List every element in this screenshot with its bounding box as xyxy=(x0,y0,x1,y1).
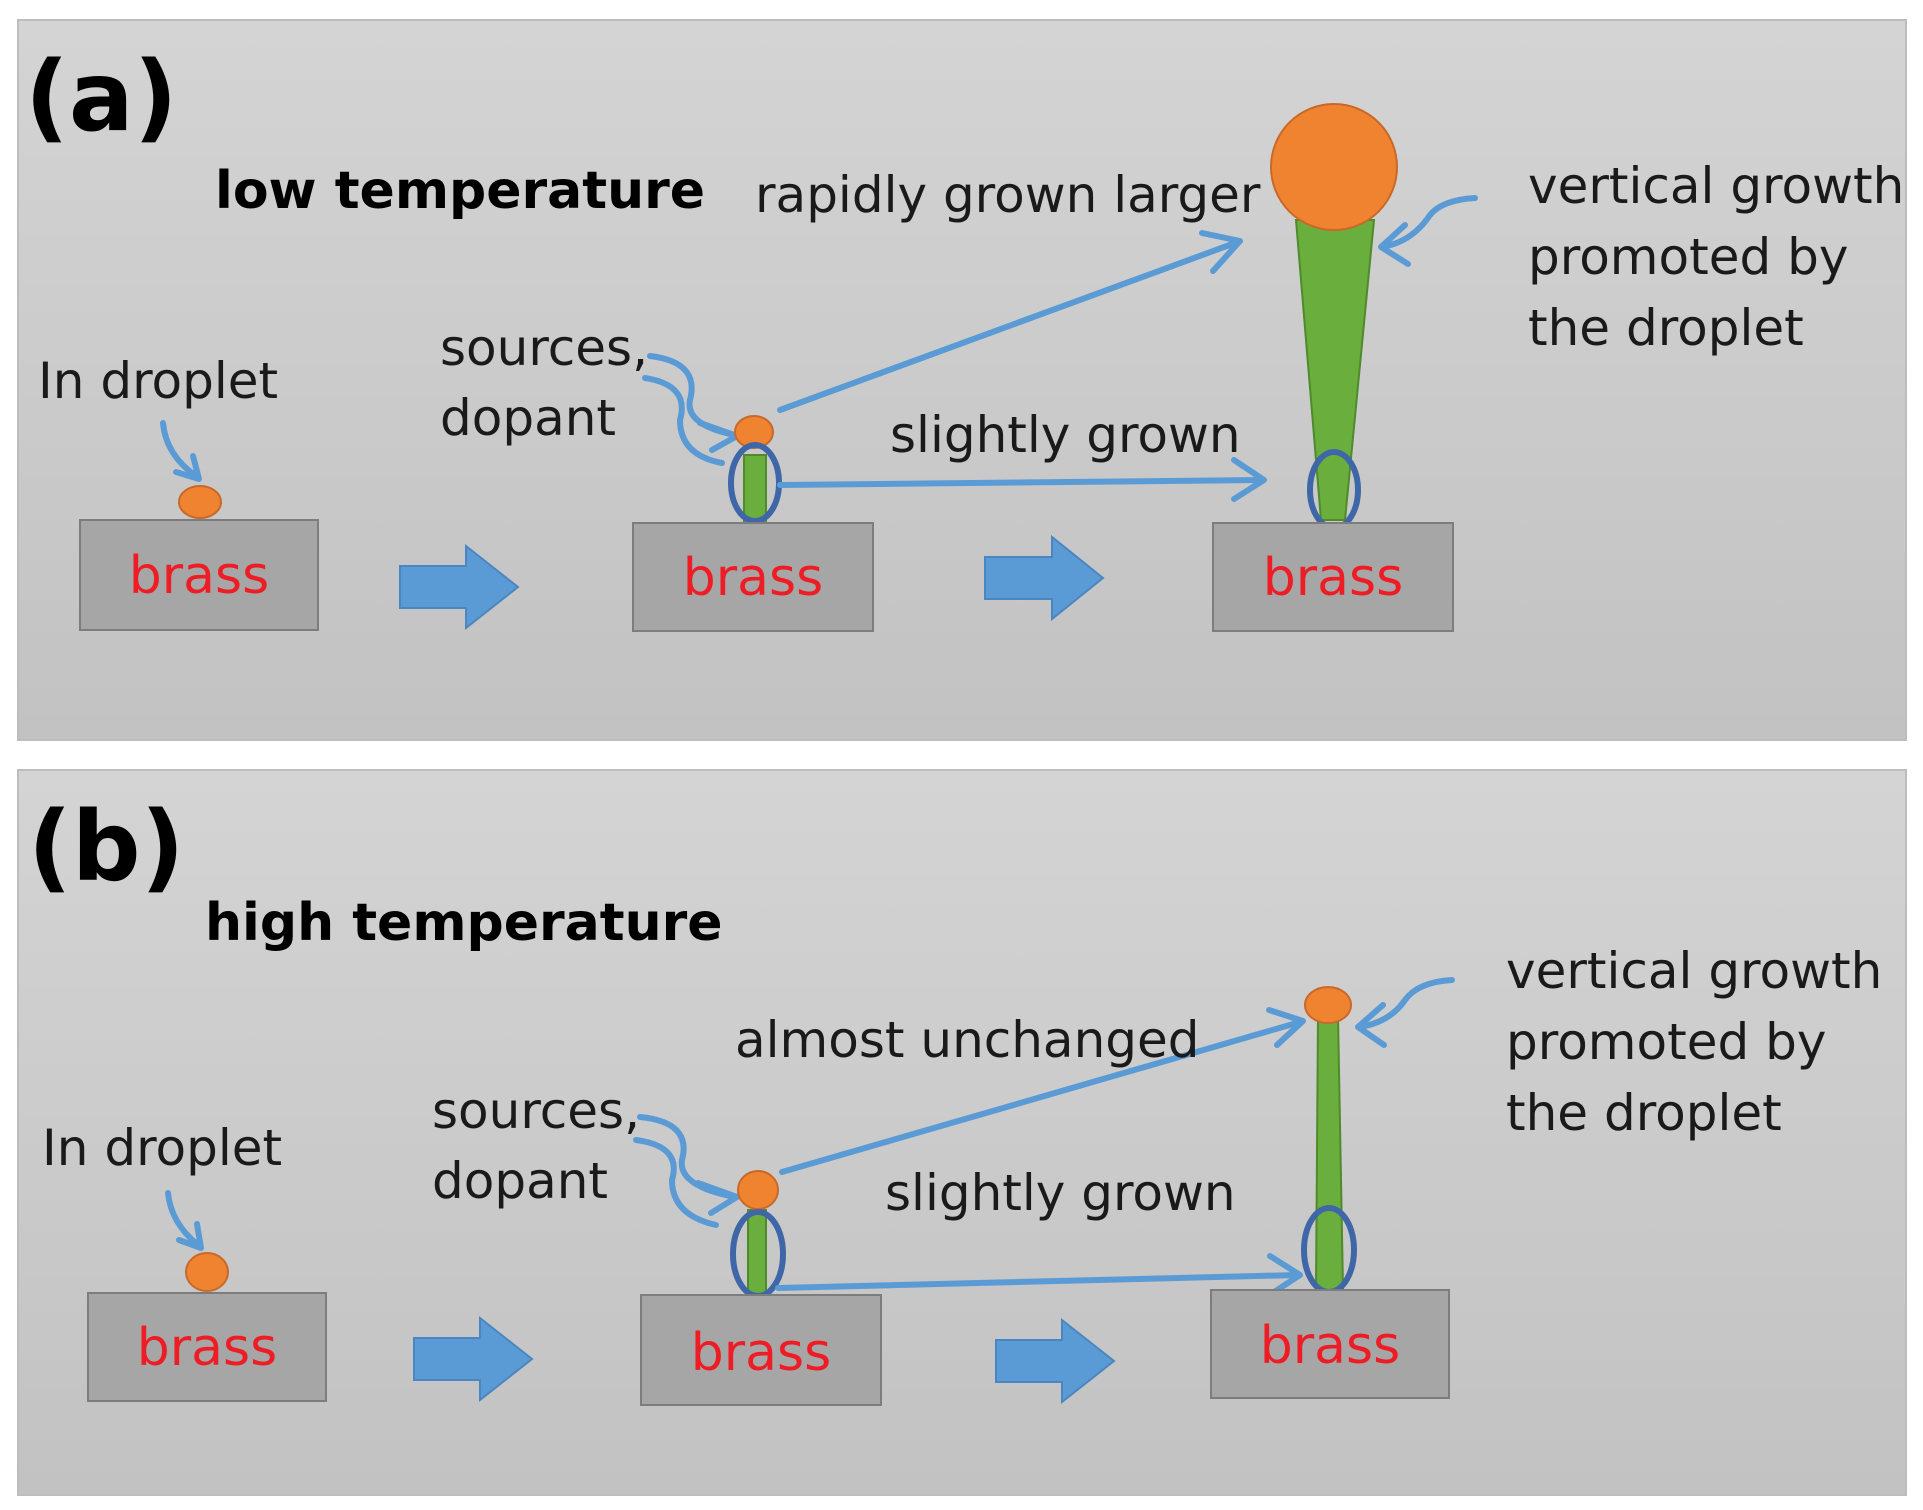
droplet xyxy=(178,485,222,519)
panel-b-heading: high temperature xyxy=(205,893,723,953)
process-block-arrow xyxy=(413,1315,534,1403)
vertical-growth-line2: promoted by xyxy=(1506,1013,1826,1071)
panel-a-background xyxy=(17,19,1907,741)
slight-growth-arrowhead xyxy=(1231,457,1267,502)
slight-growth-arrow xyxy=(777,477,1265,488)
unchanged-arrowhead xyxy=(1266,1007,1306,1048)
in-droplet-pointer-arrow xyxy=(165,1190,201,1248)
rapid-growth-label: rapidly grown larger xyxy=(755,166,1261,224)
brass-substrate xyxy=(1212,522,1454,632)
droplet xyxy=(737,1170,779,1210)
droplet xyxy=(185,1252,229,1292)
slight-growth-arrowhead xyxy=(1267,1253,1303,1297)
vertical-growth-line1: vertical growth xyxy=(1506,942,1882,1000)
in-droplet-pointer-arrow xyxy=(160,420,199,479)
brass-substrate xyxy=(87,1292,327,1402)
brass-substrate xyxy=(79,519,319,631)
panel-a-letter: (a) xyxy=(25,41,178,153)
small-droplet xyxy=(1304,986,1352,1024)
large-droplet xyxy=(1270,103,1398,231)
sources-pointer-arrow-2 xyxy=(633,1137,719,1228)
brass-label: brass xyxy=(1260,1316,1400,1376)
unchanged-label: almost unchanged xyxy=(735,1011,1200,1069)
panel-b-background xyxy=(17,769,1907,1496)
vertical-growth-line3: the droplet xyxy=(1528,299,1804,357)
slight-growth-label: slightly grown xyxy=(885,1164,1236,1222)
vertical-growth-pointer-arrow xyxy=(1357,977,1455,1030)
in-droplet-label: In droplet xyxy=(38,352,278,410)
brass-label: brass xyxy=(137,1318,277,1378)
panel-a: (a) low temperature In droplet brass sou… xyxy=(17,19,1907,741)
thin-nanorod xyxy=(1314,1014,1345,1291)
vertical-growth-pointer-arrow xyxy=(1379,195,1478,250)
vertical-growth-line3: the droplet xyxy=(1506,1084,1782,1142)
brass-substrate xyxy=(640,1294,882,1406)
in-droplet-label: In droplet xyxy=(42,1119,282,1177)
vertical-growth-line2: promoted by xyxy=(1528,228,1848,286)
nanorod-seed xyxy=(743,454,767,524)
unchanged-arrow xyxy=(779,1019,1303,1175)
process-block-arrow xyxy=(995,1317,1116,1405)
brass-substrate xyxy=(632,522,874,632)
brass-substrate xyxy=(1210,1289,1450,1399)
panel-a-heading: low temperature xyxy=(215,161,705,221)
brass-label: brass xyxy=(1263,548,1403,608)
panel-b-letter: (b) xyxy=(28,791,184,903)
sources-pointer-arrowhead xyxy=(695,1180,740,1216)
brass-label: brass xyxy=(129,546,269,606)
sources-label-line1: sources, xyxy=(432,1082,640,1140)
nanorod-seed xyxy=(747,1209,767,1296)
process-block-arrow xyxy=(399,543,520,631)
rapid-growth-arrowhead xyxy=(1199,230,1243,274)
vertical-growth-line1: vertical growth xyxy=(1528,157,1904,215)
brass-label: brass xyxy=(691,1323,831,1383)
sources-pointer-arrow-2 xyxy=(642,375,725,466)
sources-label-line2: dopant xyxy=(432,1152,608,1210)
vertical-growth-pointer-arrowhead xyxy=(1378,222,1411,267)
panel-b: (b) high temperature In droplet brass so… xyxy=(17,769,1907,1496)
in-droplet-pointer-arrowhead xyxy=(173,453,202,482)
slight-growth-arrow xyxy=(775,1272,1301,1291)
process-block-arrow xyxy=(984,534,1105,622)
vertical-growth-pointer-arrowhead xyxy=(1355,1002,1387,1048)
sources-label-line1: sources, xyxy=(440,319,648,377)
slight-growth-label: slightly grown xyxy=(890,406,1241,464)
rapid-growth-arrow xyxy=(777,240,1238,413)
brass-label: brass xyxy=(683,548,823,608)
sources-label-line2: dopant xyxy=(440,389,616,447)
in-droplet-pointer-arrowhead xyxy=(176,1221,204,1251)
